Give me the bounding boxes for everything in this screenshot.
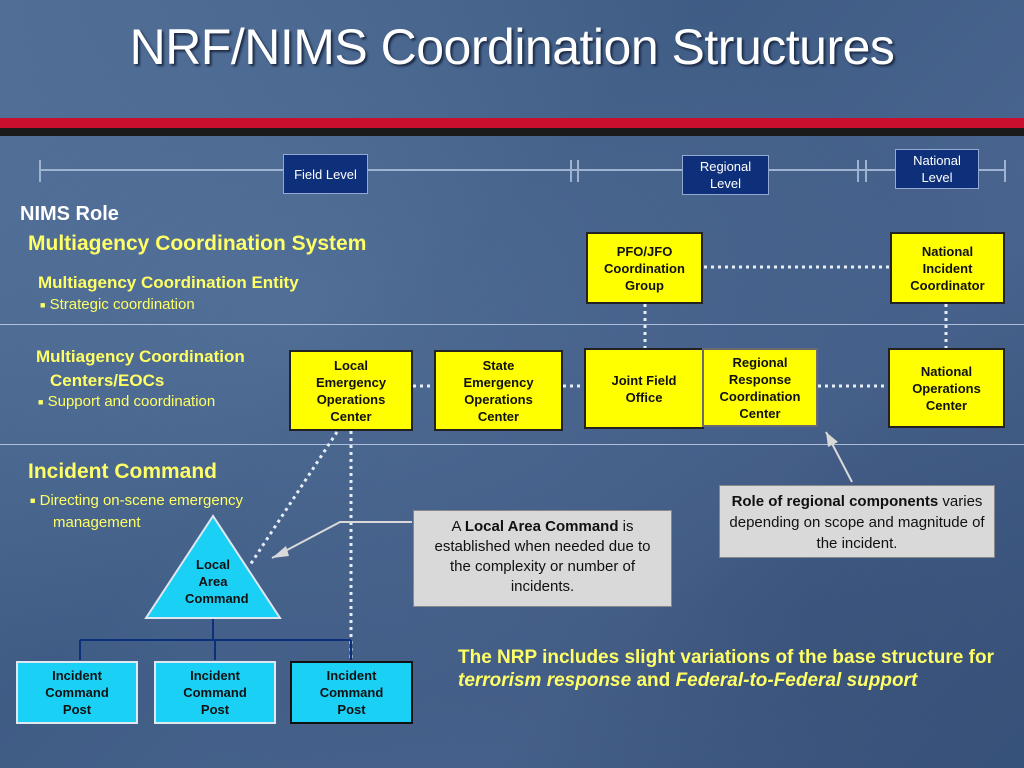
bullet-icon: ■ bbox=[38, 397, 44, 408]
national-operations-center-box: National Operations Center bbox=[888, 348, 1005, 428]
section-divider-1 bbox=[0, 324, 1024, 325]
note-terrorism-response: terrorism response bbox=[458, 670, 632, 691]
incident-command-bullet: ■ Directing on-scene emergency managemen… bbox=[30, 490, 243, 533]
national-level-box: National Level bbox=[895, 149, 979, 189]
title-divider-red bbox=[0, 118, 1024, 128]
regional-callout-arrowhead bbox=[826, 432, 838, 447]
local-area-command-triangle bbox=[144, 514, 282, 619]
pfo-jfo-coordination-group-box: PFO/JFO Coordination Group bbox=[586, 232, 703, 304]
mac-centers-bullet-text: Support and coordination bbox=[47, 393, 216, 410]
nrp-variations-note: The NRP includes slight variations of th… bbox=[458, 646, 998, 692]
bullet-icon: ■ bbox=[40, 300, 46, 311]
joint-field-office-box: Joint Field Office bbox=[584, 348, 704, 429]
ic-bullet-line1: Directing on-scene emergency bbox=[39, 492, 244, 509]
mac-centers-bullet: ■ Support and coordination bbox=[38, 393, 215, 410]
incident-command-post-box: Incident Command Post bbox=[290, 661, 413, 724]
nims-role-label: NIMS Role bbox=[20, 203, 119, 225]
incident-command-post-box: Incident Command Post bbox=[16, 661, 138, 724]
mac-centers-line2: Centers/EOCs bbox=[50, 371, 165, 390]
regional-callout-text: varies depending on scope and magnitude … bbox=[729, 493, 985, 552]
mac-centers-heading: Multiagency Coordination Centers/EOCs bbox=[36, 345, 245, 393]
mac-entity-heading: Multiagency Coordination Entity bbox=[38, 273, 299, 292]
mac-entity-bullet-text: Strategic coordination bbox=[49, 296, 195, 313]
note-text-and: and bbox=[636, 670, 671, 691]
note-federal-support: Federal-to-Federal support bbox=[675, 670, 918, 691]
macs-heading: Multiagency Coordination System bbox=[28, 232, 367, 255]
leoc-lac-connector bbox=[248, 431, 339, 566]
state-eoc-box: State Emergency Operations Center bbox=[434, 350, 563, 431]
field-level-box: Field Level bbox=[283, 154, 368, 194]
title-divider-dark bbox=[0, 128, 1024, 136]
lac-callout-pointer bbox=[271, 521, 412, 559]
local-area-command-callout: A Local Area Command is established when… bbox=[413, 510, 672, 607]
lac-callout-bold: Local Area Command bbox=[464, 518, 619, 535]
slide-title: NRF/NIMS Coordination Structures bbox=[129, 19, 895, 75]
mac-entity-bullet: ■ Strategic coordination bbox=[40, 296, 195, 313]
lac-callout-arrowhead bbox=[272, 546, 289, 558]
bullet-icon: ■ bbox=[30, 495, 36, 506]
regional-response-coordination-center-box: Regional Response Coordination Center bbox=[702, 348, 818, 427]
national-incident-coordinator-box: National Incident Coordinator bbox=[890, 232, 1005, 304]
mac-centers-line1: Multiagency Coordination bbox=[36, 347, 245, 366]
lac-callout-prefix: A bbox=[451, 518, 461, 535]
lac-callout-text: is established when needed due to the co… bbox=[434, 518, 651, 595]
local-area-command-label: Local Area Command bbox=[185, 557, 249, 606]
regional-level-box: Regional Level bbox=[682, 155, 769, 195]
regional-callout-bold: Role of regional components bbox=[731, 493, 939, 510]
section-divider-2 bbox=[0, 444, 1024, 445]
regional-components-callout: Role of regional components varies depen… bbox=[719, 485, 995, 558]
local-eoc-box: Local Emergency Operations Center bbox=[289, 350, 413, 431]
incident-command-post-box: Incident Command Post bbox=[154, 661, 276, 724]
incident-command-heading: Incident Command bbox=[28, 460, 218, 483]
note-text-1: The NRP includes slight variations of th… bbox=[458, 647, 994, 668]
ic-bullet-line2: management bbox=[53, 513, 141, 531]
